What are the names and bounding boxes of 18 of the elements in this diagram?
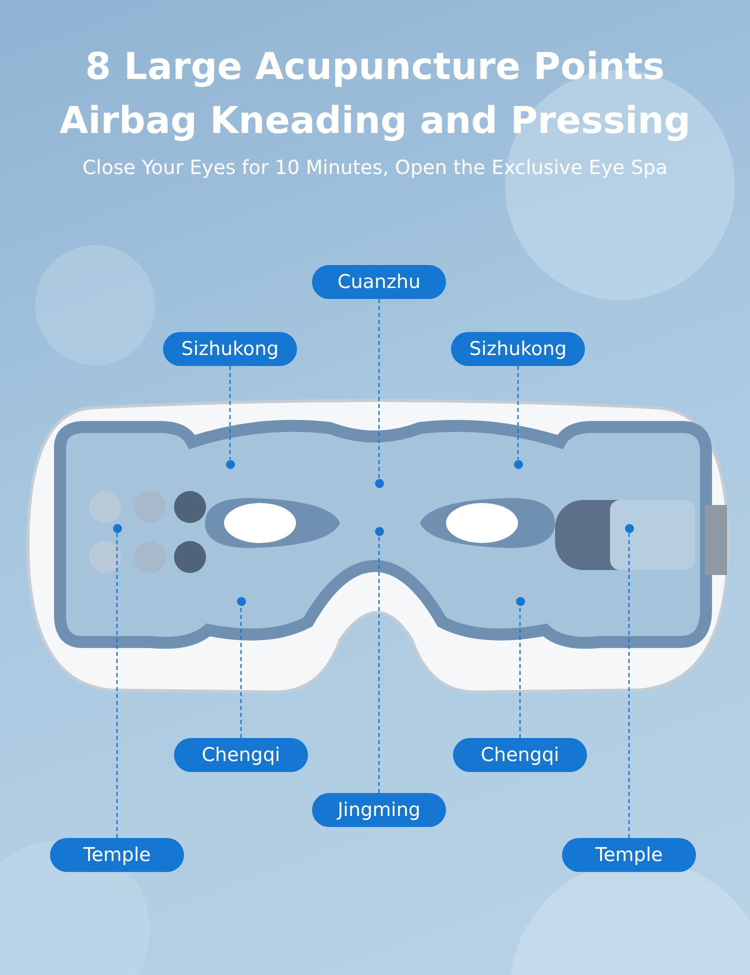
point-label: Jingming: [312, 793, 446, 827]
point-label: Chengqi: [174, 738, 308, 772]
leader-line: [519, 606, 521, 738]
point-label: Temple: [562, 838, 696, 872]
leader-line: [628, 532, 630, 838]
leader-line: [116, 532, 118, 838]
leader-line: [378, 299, 380, 478]
point-label: Temple: [50, 838, 184, 872]
point-label: Cuanzhu: [312, 265, 446, 299]
subtitle: Close Your Eyes for 10 Minutes, Open the Exclusive Eye Spa: [81, 156, 669, 179]
leader-line: [240, 606, 242, 738]
point-label: Sizhukong: [163, 332, 297, 366]
leader-line: [378, 536, 380, 793]
point-label: Sizhukong: [451, 332, 585, 366]
title: 8 Large Acupuncture Points Airbag Kneading and Pressing: [58, 44, 692, 144]
leader-line: [517, 366, 519, 460]
point-label: Chengqi: [453, 738, 587, 772]
leader-line: [229, 366, 231, 460]
